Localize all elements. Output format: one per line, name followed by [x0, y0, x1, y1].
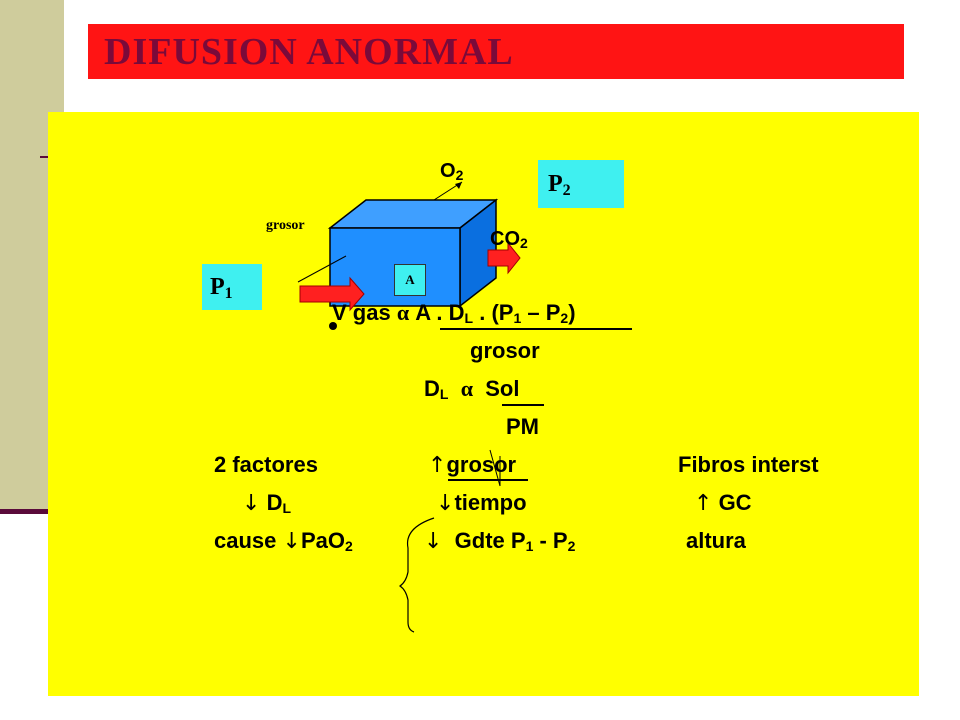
up-arrow-icon: ↑ [428, 453, 447, 478]
grosor-mark-diagonal [489, 449, 501, 487]
down-arrow-icon: ↓ [436, 491, 455, 516]
down-arrow-icon: ↓ [242, 491, 261, 516]
formula-denominator-grosor: grosor [470, 338, 540, 363]
up-arrow-icon: ↑ [694, 491, 713, 516]
factors-row3-col3: altura [686, 528, 746, 553]
title-bar [88, 24, 904, 79]
formula-line-1: V gas α A . DL . (P1 – P2) [332, 300, 576, 326]
left-band-rule [0, 509, 64, 514]
p1-label-box: P1 [202, 264, 262, 310]
area-label-box: A [394, 264, 426, 296]
factors-row1-col2: ↑grosor [428, 452, 517, 478]
factors-row2-col1: ↓ DL [242, 490, 292, 516]
factors-row3-col1: cause ↓PaO2 [214, 528, 353, 554]
formula-dl-line: DL α Sol [424, 376, 520, 402]
formula-denominator-pm: PM [506, 414, 539, 439]
o2-label: O2 [440, 160, 464, 183]
p2-label-box: P2 [538, 160, 624, 208]
slide-title: DIFUSION ANORMAL [104, 31, 514, 73]
grosor-diagram-label: grosor [266, 218, 305, 233]
bullet-dot [329, 322, 337, 330]
factors-row3-col2: ↓ Gdte P1 - P2 [424, 528, 576, 554]
co2-label: CO2 [490, 228, 528, 251]
factors-row1-col3: Fibros interst [678, 452, 819, 477]
factors-row1-col1: 2 factores [214, 452, 318, 477]
co2-outflow-arrow [487, 241, 521, 275]
grouping-brace [398, 517, 435, 633]
grosor-pointer-line [297, 255, 347, 283]
down-arrow-icon: ↓ [424, 529, 443, 554]
inflow-arrow [299, 276, 365, 312]
factors-row2-col2: ↓tiempo [436, 490, 527, 516]
factors-row2-col3: ↑ GC [694, 490, 752, 516]
down-arrow-icon: ↓ [282, 529, 301, 554]
